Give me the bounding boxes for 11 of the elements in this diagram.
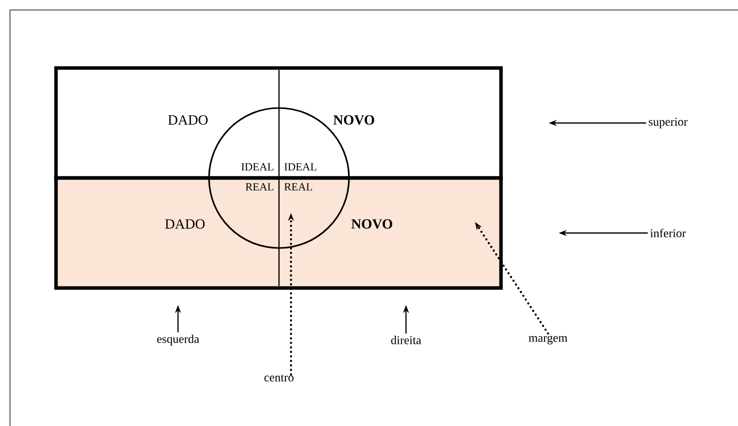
quadrant-label: NOVO: [333, 115, 374, 125]
quadrant-label: DADO: [168, 115, 208, 125]
quadrant-label: DADO: [165, 219, 205, 229]
position-label: superior: [648, 118, 688, 128]
position-label: inferior: [650, 228, 686, 238]
band: [54, 176, 503, 290]
quadrant-label: NOVO: [351, 219, 392, 229]
position-label: esquerda: [157, 334, 200, 346]
position-label: margem: [528, 336, 568, 344]
position-label: centro: [264, 374, 294, 382]
position-label: direita: [391, 336, 422, 344]
